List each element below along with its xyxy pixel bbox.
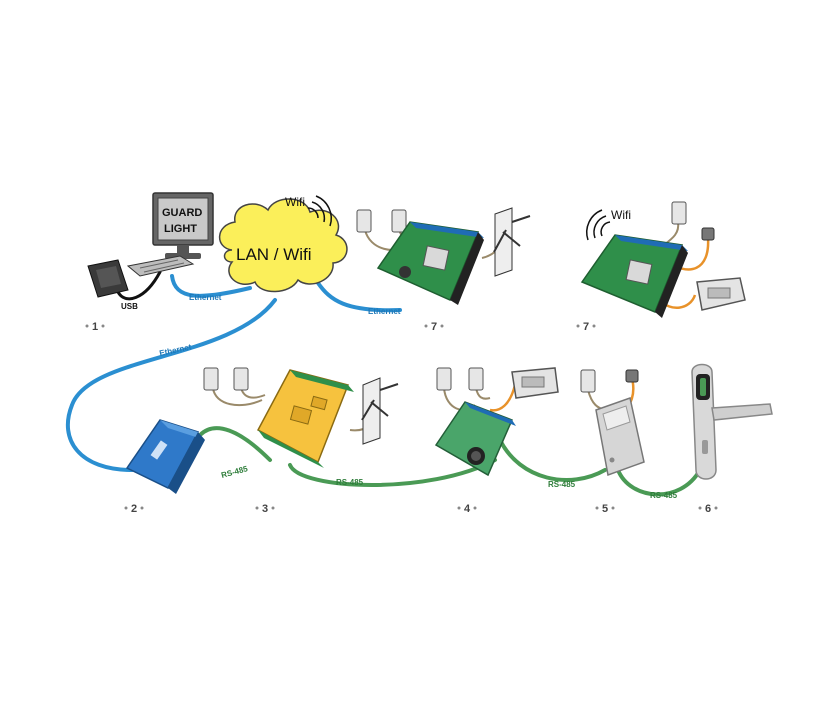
rs485-label-4: RS-485 (650, 491, 678, 500)
wifi-label: Wifi (285, 195, 305, 209)
ethernet-cable-cloud-controller (316, 281, 402, 313)
rs485-cable-reader-terminal (498, 438, 607, 482)
ethernet-rs485-converter: Ethernet RS-485 (125, 342, 249, 494)
usb-label: USB (121, 302, 138, 311)
device-number-6: 6 (705, 503, 711, 515)
device-number-7a: 7 (431, 321, 437, 333)
rs485-cable-terminal-lock (616, 468, 702, 497)
device-number-4: 4 (464, 503, 471, 515)
wifi-label-2: Wifi (611, 208, 631, 222)
wifi-icon: Wifi (285, 195, 332, 227)
door-handle-icon (711, 403, 773, 421)
ethernet-cables (65, 274, 402, 472)
pc-workstation: GUARD LIGHT USB Ethernet (87, 192, 222, 311)
monitor-text-light: LIGHT (164, 223, 197, 235)
keyboard (126, 255, 195, 277)
compact-controller-lock: RS-485 (434, 367, 576, 489)
electronic-door-lock (691, 363, 773, 480)
ethernet-cable-cloud-converter (65, 298, 277, 472)
lan-wifi-cloud: LAN / Wifi (218, 198, 348, 293)
wifi-controller-lock: Wifi (580, 201, 746, 318)
ethernet-label-2: Ethernet (368, 307, 401, 316)
rs485-cable-converter-controller (198, 426, 272, 462)
rs485-cables (198, 426, 702, 497)
device-number-5: 5 (602, 503, 608, 515)
monitor-text-guard: GUARD (162, 207, 202, 219)
device-number-3: 3 (262, 503, 268, 515)
turnstile-icon (494, 207, 513, 277)
device-numbers: 1 7 7 2 3 4 5 6 (92, 321, 711, 515)
ethernet-cable-pc-cloud (170, 274, 252, 298)
ethernet-label-3: Ethernet (159, 342, 193, 358)
number-dots (85, 324, 718, 510)
cloud-label: LAN / Wifi (236, 245, 312, 264)
rs485-label-2: RS-485 (336, 478, 364, 487)
rs485-cable-controller-reader (288, 458, 497, 487)
turnstile-icon (362, 377, 381, 445)
wifi-icon: Wifi (586, 208, 631, 241)
device-number-1: 1 (92, 321, 98, 333)
usb-cable (116, 270, 162, 301)
reader-controller: RS-485 (580, 369, 678, 500)
rs485-label-1: RS-485 (220, 464, 249, 480)
device-number-2: 2 (131, 503, 137, 515)
wifi-controller-turnstile: Ethernet (356, 207, 531, 316)
main-controller-turnstile: RS-485 (203, 367, 399, 487)
ethernet-label-1: Ethernet (189, 293, 222, 302)
rs485-label-3: RS-485 (548, 480, 576, 489)
device-number-7b: 7 (583, 321, 589, 333)
